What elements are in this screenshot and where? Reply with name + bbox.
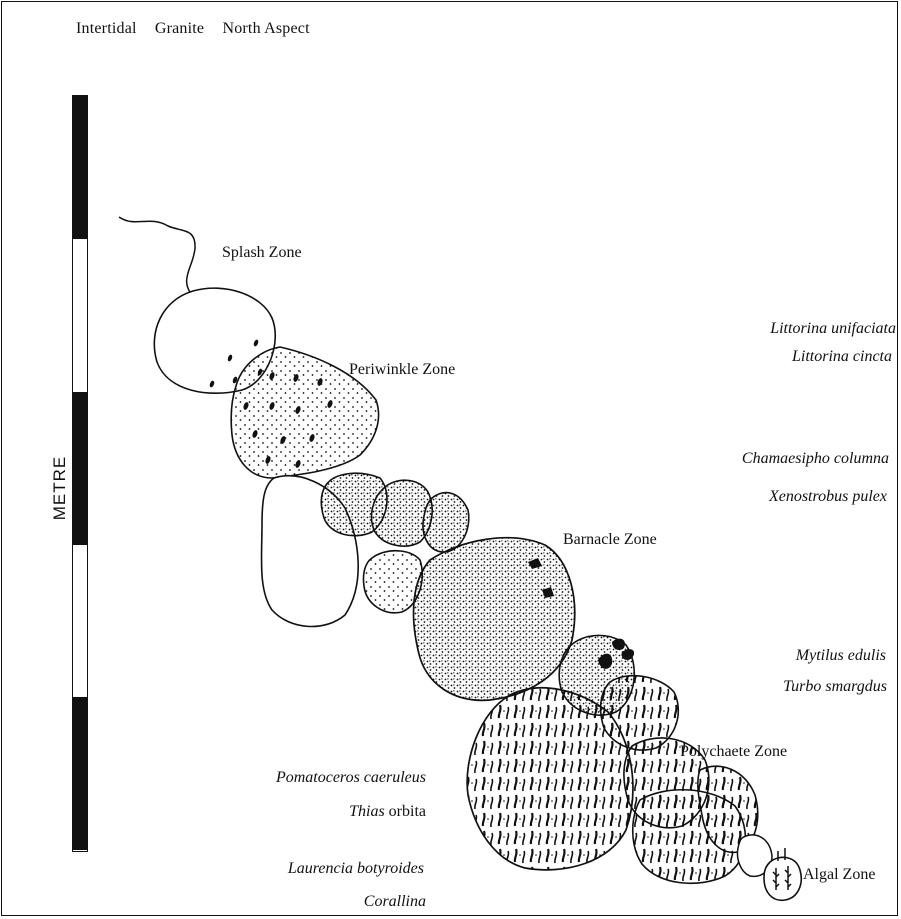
- splash-line: [119, 217, 195, 296]
- species-polychaete-epithet: orbita: [389, 803, 426, 820]
- species-barnacle-2: Xenostrobus pulex: [769, 488, 887, 506]
- zone-label-polychaete: Polychaete Zone: [680, 743, 787, 761]
- species-polychaete-2: Thias orbita: [349, 803, 426, 821]
- zone-label-periwinkle: Periwinkle Zone: [349, 361, 455, 379]
- zone-label-algal: Algal Zone: [803, 866, 875, 884]
- boulder-barnacle-main: [414, 538, 575, 701]
- species-algal-2: Corallina: [364, 893, 426, 911]
- boulder-algal: [764, 857, 801, 900]
- species-algal-1: Laurencia botyroides: [288, 860, 424, 878]
- zone-label-barnacle: Barnacle Zone: [563, 531, 657, 549]
- boulder-barnacle-small-2: [372, 480, 433, 546]
- species-barnacle-1: Chamaesipho columna: [742, 450, 889, 468]
- species-polychaete-1: Pomatoceros caeruleus: [276, 769, 426, 787]
- species-mussel-1: Mytilus edulis: [796, 647, 886, 665]
- species-polychaete-genus: Thias: [349, 803, 385, 820]
- species-periwinkle-1: Littorina unifaciata: [770, 320, 896, 338]
- species-periwinkle-2: Littorina cincta: [792, 348, 892, 366]
- zone-label-splash: Splash Zone: [222, 244, 302, 262]
- species-mussel-2: Turbo smargdus: [783, 678, 887, 696]
- boulder-barnacle-small-3: [423, 493, 469, 552]
- boulder-polychaete-main: [467, 688, 633, 870]
